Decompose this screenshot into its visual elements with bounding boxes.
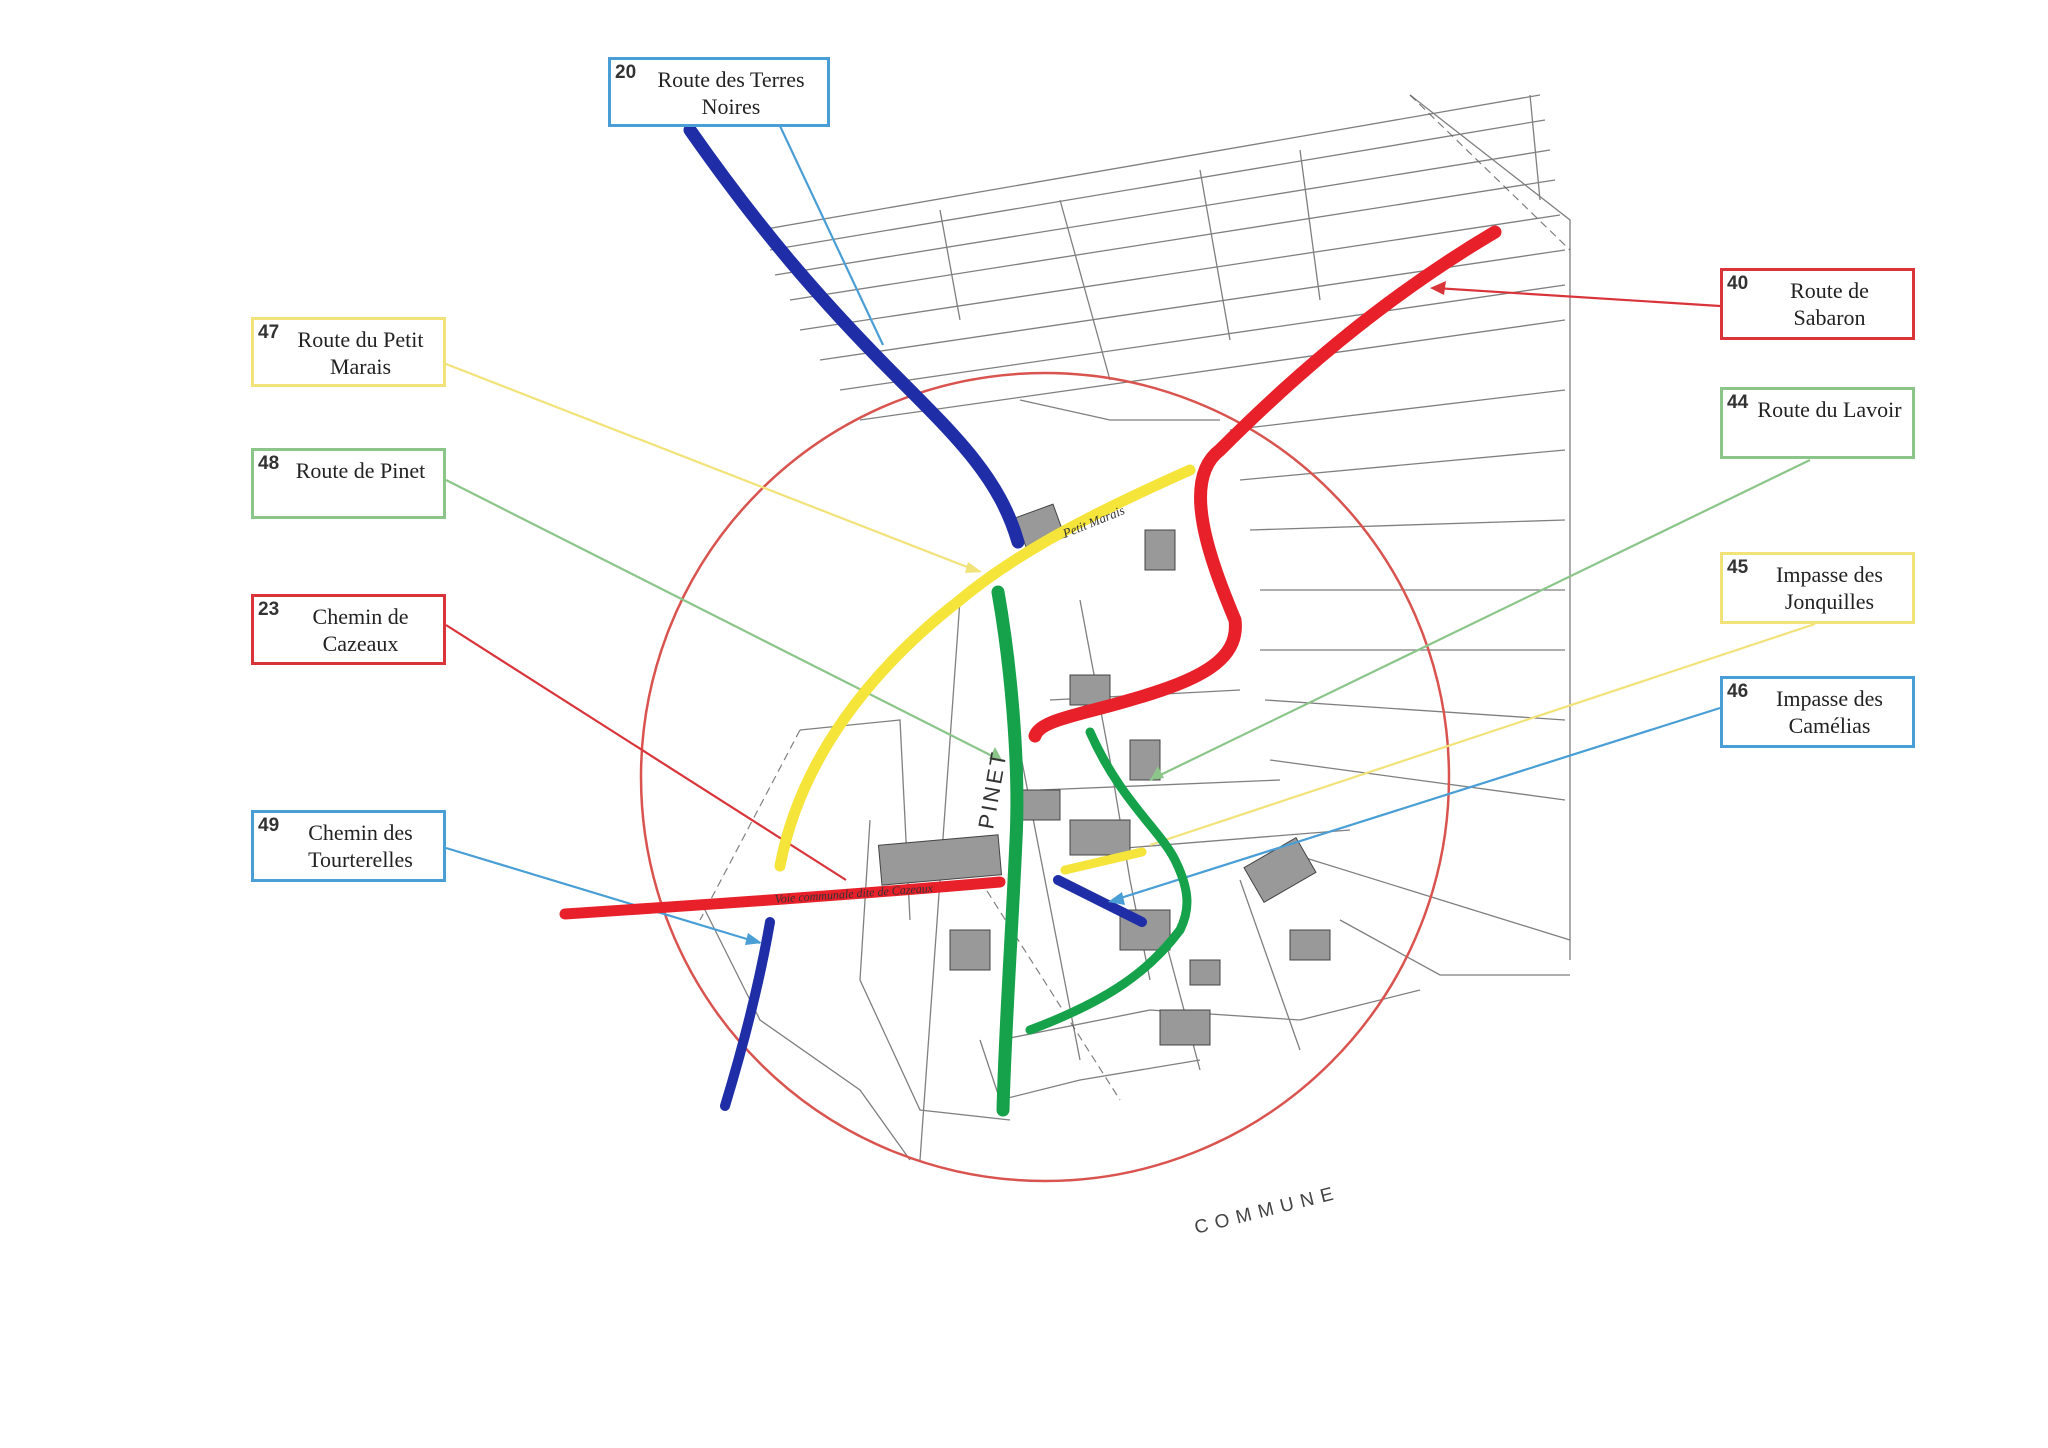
buildings — [877, 503, 1331, 1046]
leader-lines — [445, 125, 1816, 945]
label-chemin-tourterelles: 49 Chemin des Tourterelles — [251, 810, 446, 882]
leader-petit-marais — [445, 362, 981, 574]
label-chemin-cazeaux: 23 Chemin de Cazeaux — [251, 594, 446, 665]
label-name: Chemin de Cazeaux — [312, 604, 409, 656]
label-name: Impasse des Jonquilles — [1776, 562, 1883, 614]
arrow-lavoir — [1150, 766, 1164, 780]
leader-sabaron — [1434, 286, 1721, 308]
arrow-petit-marais — [965, 562, 982, 573]
label-impasse-camelias: 46 Impasse des Camélias — [1720, 676, 1915, 748]
roads — [559, 123, 1502, 1117]
label-number: 46 — [1727, 681, 1749, 702]
label-number: 23 — [258, 599, 280, 620]
radius-circle — [639, 371, 1451, 1183]
label-name: Chemin des Tourterelles — [308, 820, 413, 872]
arrow-pinet — [989, 747, 1003, 762]
leader-lavoir — [1149, 459, 1811, 781]
label-number: 20 — [615, 62, 637, 83]
arrow-sabaron — [1430, 281, 1446, 295]
arrowheads — [745, 281, 1446, 945]
road-chemin-cazeaux — [559, 876, 1006, 920]
arrow-camelias — [1108, 892, 1125, 905]
label-route-petit-marais: 47 Route du Petit Marais — [251, 317, 446, 387]
label-number: 40 — [1727, 273, 1749, 294]
label-route-terres-noires: 20 Route des Terres Noires — [608, 57, 830, 127]
label-number: 44 — [1727, 392, 1749, 413]
label-name: Route du Lavoir — [1757, 397, 1902, 422]
label-name: Route des Terres Noires — [657, 67, 805, 119]
label-route-sabaron: 40 Route de Sabaron — [1720, 268, 1915, 340]
leader-jonquilles — [1149, 622, 1816, 847]
road-impasse-jonquilles — [1060, 847, 1147, 875]
label-number: 49 — [258, 815, 280, 836]
leader-terres-noires — [779, 125, 884, 346]
map-label-cazeaux: Voie communale dite de Cazeaux — [774, 881, 934, 906]
parcel-lines — [699, 94, 1571, 1161]
label-number: 47 — [258, 322, 280, 343]
leader-tourterelles — [445, 846, 761, 945]
road-route-terres-noires — [683, 123, 1025, 549]
road-route-sabaron — [1028, 225, 1502, 743]
road-route-lavoir — [1025, 727, 1192, 1035]
map-label-pinet: PINET — [973, 748, 1011, 831]
road-route-pinet — [991, 585, 1024, 1117]
map-label-petit-marais: Petit Marais — [1060, 502, 1127, 541]
label-impasse-jonquilles: 45 Impasse des Jonquilles — [1720, 552, 1915, 624]
label-name: Route du Petit Marais — [297, 327, 424, 379]
label-name: Route de Sabaron — [1790, 278, 1869, 330]
road-route-petit-marais — [774, 464, 1196, 872]
label-name: Route de Pinet — [295, 458, 426, 483]
road-impasse-camelias — [1053, 875, 1147, 927]
label-number: 48 — [258, 453, 280, 474]
label-route-pinet: 48 Route de Pinet — [251, 448, 446, 519]
leader-camelias — [1107, 706, 1721, 904]
arrow-tourterelles — [745, 933, 762, 945]
label-route-lavoir: 44 Route du Lavoir — [1720, 387, 1915, 459]
label-name: Impasse des Camélias — [1776, 686, 1883, 738]
road-chemin-tourterelles — [720, 917, 775, 1111]
parcel-dashed-lines — [699, 94, 1571, 1101]
leader-pinet — [445, 479, 1001, 761]
label-number: 45 — [1727, 557, 1749, 578]
leader-cazeaux — [445, 624, 847, 881]
